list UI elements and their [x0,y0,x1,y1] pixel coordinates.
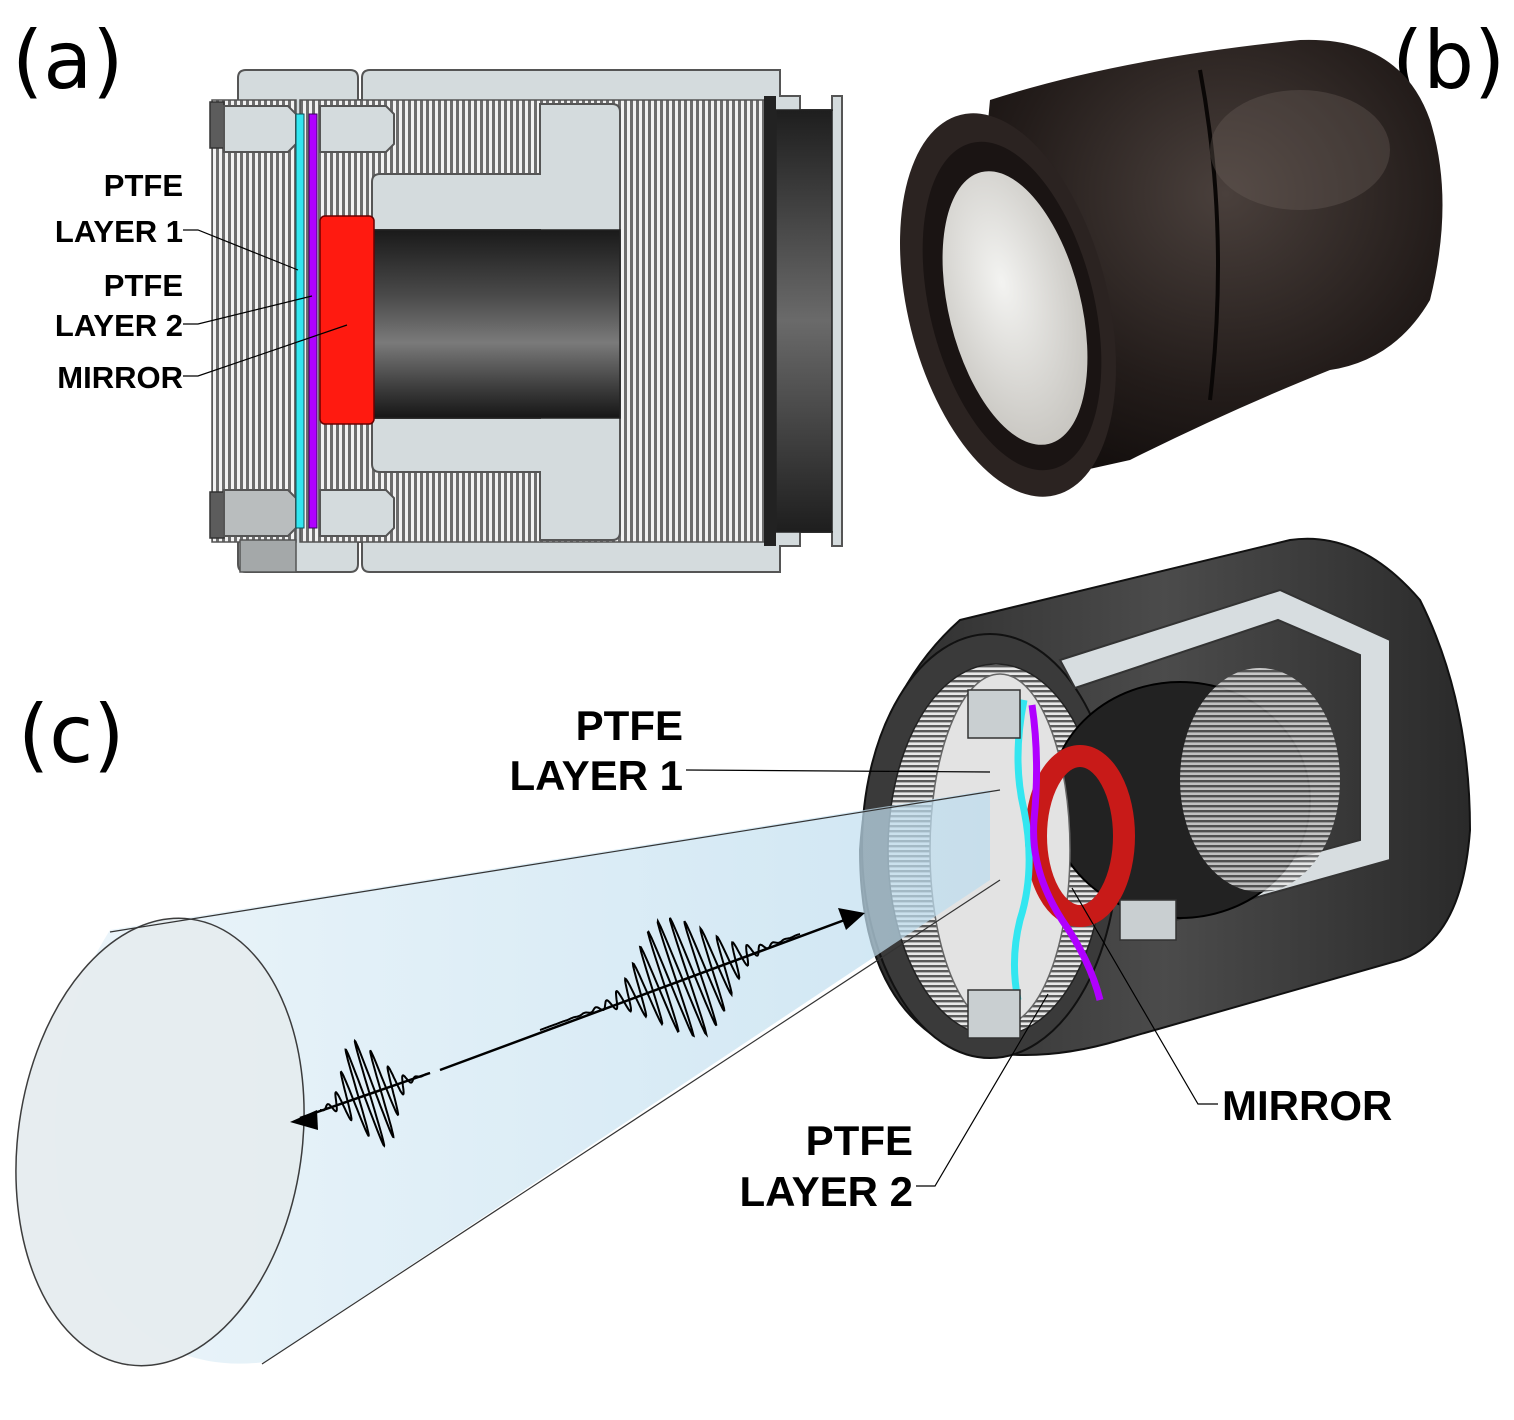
leader-a-ptfe2 [183,295,313,325]
leader-a-ptfe1 [183,229,299,271]
photo-seam-line [1198,69,1220,401]
panel-b: (b) [900,14,1505,497]
arrow-head-left [290,1110,318,1130]
device-clamp-bottom [967,989,1021,1039]
wave-packet-incident [319,1038,431,1148]
arrow-head-right [838,908,865,930]
mirror-block [319,215,375,425]
panel-c-callouts: PTFE LAYER 1 PTFE LAYER 2 MIRROR [509,702,1392,1215]
leader-c-ptfe1 [685,769,991,773]
device-clamp-right [1119,899,1177,941]
ptfe-layer-2-strip [308,113,318,529]
mirror-holder [371,103,621,541]
panel-c-letter: (c) [18,688,124,781]
end-flange [764,96,776,546]
left-end-cap-top [209,101,225,149]
label-c-ptfe2-line2: LAYER 2 [739,1168,913,1215]
label-a-ptfe2-line2: LAYER 2 [55,308,183,343]
ring-block-top-left [223,105,297,153]
label-a-mirror: MIRROR [57,360,183,395]
leader-c-mirror [1071,887,1218,1105]
label-c-mirror: MIRROR [1222,1082,1392,1129]
left-end-cap-bottom [209,491,225,539]
ring-block-bottom-right [319,489,395,537]
device-ptfe-layer-2-wave [1028,704,1104,1001]
device-ptfe-layer-1-wave [1010,699,1033,1001]
beam-body [55,790,991,1364]
left-ring-threads [211,99,297,543]
leader-c-ptfe2 [916,993,1049,1187]
label-c-ptfe2-line1: PTFE [806,1117,913,1164]
panel-a-letter: (a) [12,14,123,107]
ring-block-bottom-left [223,489,297,537]
cross-section-drawing [209,69,843,573]
label-c-ptfe1-line2: LAYER 1 [509,752,683,799]
photo-highlight [1210,90,1390,210]
label-c-ptfe1-line1: PTFE [576,702,683,749]
beam-cone [15,789,1001,1367]
leader-a-mirror [183,324,348,377]
bottom-left-base [239,539,297,573]
ring-block-top-right [319,105,395,153]
wave-propagation [290,908,865,1148]
device-inner-threads [1180,668,1340,892]
ptfe-layer-1-strip [295,113,305,529]
photo-lens-window [942,171,1088,445]
beam-edge-bottom [261,879,1001,1365]
photo-assembled-device [900,39,1443,497]
label-a-ptfe1-line1: PTFE [104,168,183,203]
panel-c: (c) [15,537,1472,1367]
wave-packet-reflected [539,917,801,1038]
beam-edge-top [109,789,1001,933]
label-a-ptfe1-line2: LAYER 1 [55,214,183,249]
device-clamp-top [967,689,1021,739]
central-bore [371,229,621,419]
label-a-ptfe2-line1: PTFE [104,268,183,303]
panel-a: (a) [12,14,843,573]
end-bore [775,109,833,533]
panel-a-callouts: PTFE LAYER 1 PTFE LAYER 2 MIRROR [55,168,348,395]
